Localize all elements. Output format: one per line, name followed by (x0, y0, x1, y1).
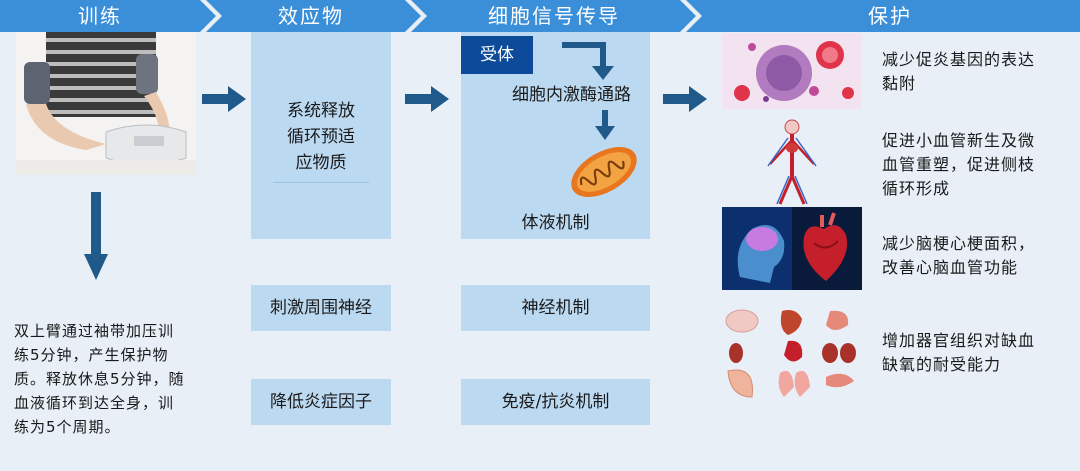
tissue-histology-icon (722, 33, 862, 109)
protection-line: 增加器官组织对缺血 (882, 331, 1036, 350)
stage-chevron-protection (686, 0, 1080, 32)
kinase-pathway-label: 细胞内激酶通路 (512, 85, 631, 105)
divider (273, 182, 369, 183)
protection-line: 促进小血管新生及微 (882, 131, 1036, 150)
vascular-system-icon (758, 118, 826, 206)
stage-chevrons (0, 0, 1080, 32)
arrow-bent-icon (562, 42, 622, 86)
training-line: 练为5个周期。 (14, 418, 121, 436)
effector-line: 系统释放 (287, 101, 355, 121)
receptor-label: 受体 (461, 36, 533, 74)
stage-label-protection: 保护 (868, 4, 912, 28)
stage-label-effector: 效应物 (278, 4, 344, 28)
training-line: 血液循环到达全身，训 (14, 394, 175, 412)
training-line: 练5分钟，产生保护物 (14, 346, 169, 364)
protection-line: 循环形成 (882, 179, 951, 198)
stage-label-signaling: 细胞信号传导 (488, 4, 620, 28)
stage-chevron-signaling (411, 0, 696, 32)
organs-icon (722, 305, 862, 403)
protection-line: 血管重塑，促进侧枝 (882, 155, 1036, 174)
brain-heart-icon (722, 207, 862, 290)
effector-line: 循环预适 (287, 127, 355, 147)
effector-nerve-box: 刺激周围神经 (251, 285, 391, 331)
stage-chevron-training (0, 0, 216, 32)
effector-nerve-label: 刺激周围神经 (270, 298, 372, 318)
signaling-immune-box: 免疫/抗炎机制 (461, 379, 650, 425)
protection-line: 改善心脑血管功能 (882, 258, 1019, 277)
effector-inflammation-box: 降低炎症因子 (251, 379, 391, 425)
mitochondria-icon (566, 140, 642, 208)
training-line: 质。释放休息5分钟，随 (14, 370, 185, 388)
arrow-right-icon (202, 86, 246, 112)
protection-line: 缺氧的耐受能力 (882, 355, 1002, 374)
stage-chevron-effector (206, 0, 421, 32)
arrow-down-icon (84, 192, 108, 282)
effector-line: 应物质 (295, 153, 347, 173)
effector-main-box: 系统释放 循环预适 应物质 (251, 32, 391, 239)
stage-label-training: 训练 (78, 4, 122, 28)
neural-mechanism-label: 神经机制 (521, 298, 590, 318)
signaling-neural-box: 神经机制 (461, 285, 650, 331)
humoral-label: 体液机制 (521, 213, 590, 233)
arm-cuff-training-photo (16, 32, 196, 175)
protection-line: 黏附 (882, 74, 917, 93)
training-line: 双上臂通过袖带加压训 (14, 322, 175, 340)
protection-line: 减少促炎基因的表达 (882, 50, 1036, 69)
stage-header-bar: 训练 效应物 细胞信号传导 保护 (0, 0, 1080, 32)
arrow-right-icon (663, 86, 707, 112)
arrow-right-icon (405, 86, 449, 112)
effector-inflammation-label: 降低炎症因子 (270, 392, 372, 412)
protection-line: 减少脑梗心梗面积， (882, 234, 1036, 253)
arrow-down-small-icon (595, 110, 615, 144)
immune-mechanism-label: 免疫/抗炎机制 (501, 392, 610, 412)
